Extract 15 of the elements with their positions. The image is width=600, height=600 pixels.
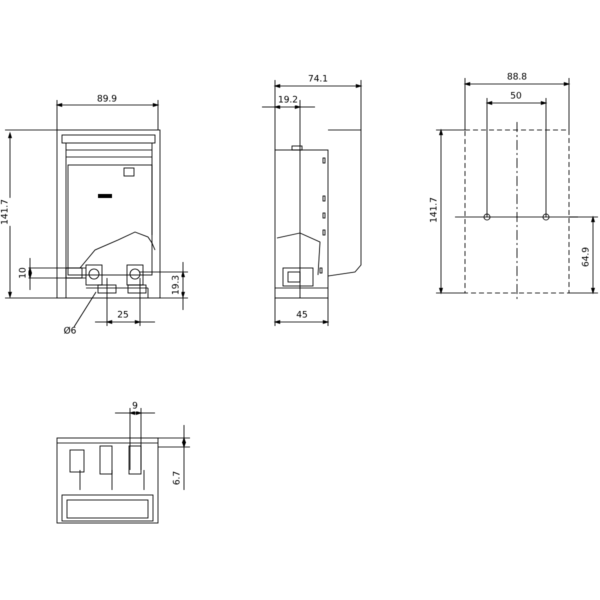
dimension-label: 19.2 [276, 96, 300, 106]
dimension-label: 141.7 [430, 196, 440, 224]
dimension-label: 6.7 [174, 470, 182, 486]
dimension-label: 19.3 [172, 274, 182, 296]
dimension-label: 50 [509, 92, 523, 102]
dimension-label: 25 [116, 312, 130, 320]
dimension-label: Ø6 [62, 328, 78, 336]
dimension-label: 9 [131, 402, 139, 412]
dimension-label: 141.7 [2, 198, 10, 226]
dimension-label: 88.8 [506, 74, 528, 82]
dimension-label: 45 [295, 312, 309, 320]
dimension-label: 74.1 [306, 76, 330, 84]
dimension-label: 10 [20, 266, 28, 280]
dimension-label: 89.9 [96, 96, 118, 104]
dimension-label: 64.9 [582, 246, 592, 268]
